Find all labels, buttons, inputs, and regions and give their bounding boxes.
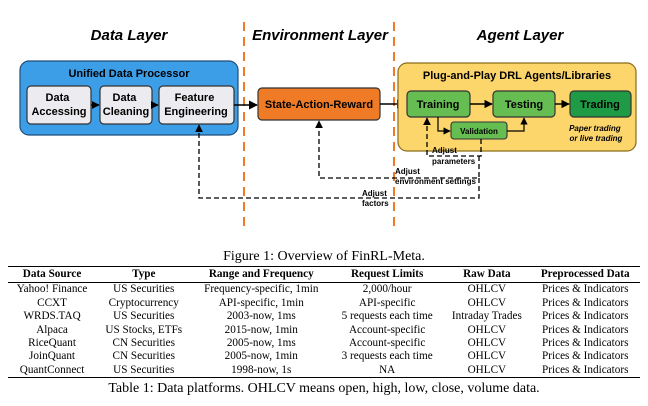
data-accessing-line1: Data — [46, 92, 71, 104]
svg-text:Adjust parameters: Adjust parameters — [432, 146, 476, 166]
table-cell: 2005-now, 1ms — [226, 337, 296, 350]
feature-engineering-line1: Feature — [175, 92, 215, 104]
table-cell: Prices & Indicators — [542, 296, 629, 309]
agent-layer-title: Agent Layer — [476, 27, 565, 44]
table-body: Yahoo! Finance US Securities Frequency-spe… — [8, 283, 640, 379]
table-cell: CCXT — [37, 296, 67, 309]
table-cell: JoinQuant — [29, 350, 76, 363]
svg-text:Adjust environment setting: Adjust environment settings — [395, 167, 476, 186]
table-cell: API-specific, 1min — [218, 296, 304, 309]
table-cell: WRDS.TAQ — [23, 310, 81, 323]
table-row: Alpaca US Stocks, ETFs 2015-now, 1min Accou… — [8, 324, 640, 337]
table-cell: Prices & Indicators — [542, 283, 629, 296]
header-request-limits: Request Limits — [331, 265, 444, 284]
table-cell: Intraday Trades — [451, 310, 522, 323]
table-row: Yahoo! Finance US Securities Frequency-spe… — [8, 283, 640, 297]
table-cell: 3 requests each time — [341, 350, 433, 363]
table-cell: US Securities — [96, 363, 192, 379]
table-cell: Prices & Indicators — [542, 337, 629, 350]
table-cell: Yahoo! Finance — [16, 283, 88, 296]
header-data-source: Data Source — [8, 265, 97, 284]
table-cell: Prices & Indicators — [542, 323, 629, 336]
data-cleaning-line1: Data — [113, 92, 138, 104]
data-cleaning-line2: Cleaning — [103, 106, 149, 118]
table-cell: CN Securities — [112, 350, 175, 363]
table-row: RiceQuant CN Securities 2005-now, 1ms Accou… — [8, 337, 640, 350]
table-cell: Account-specific — [348, 337, 426, 350]
state-action-reward-label: State-Action-Reward — [265, 99, 373, 111]
adjust-parameters-line2: parameters — [432, 157, 476, 166]
adjust-environment-arrow — [315, 120, 480, 179]
table-header-row: Data Source Type Range and Frequency Req… — [8, 265, 640, 284]
table-cell: Prices & Indicators — [542, 310, 629, 323]
header-preprocessed-data: Preprocessed Data — [530, 265, 640, 284]
data-accessing-line2: Accessing — [31, 106, 86, 118]
adjust-parameters-arrow — [423, 117, 482, 157]
adjust-factors-arrow — [195, 124, 480, 199]
table-cell: 2015-now, 1min — [224, 323, 298, 336]
table-cell: Account-specific — [348, 323, 426, 336]
drl-agents-title: Plug-and-Play DRL Agents/Libraries — [423, 70, 611, 82]
trading-box — [569, 90, 632, 118]
arrow-validation-to-testing — [507, 117, 528, 132]
header-raw-data: Raw Data — [443, 265, 531, 284]
data-layer-title: Data Layer — [91, 27, 169, 44]
table-cell: Prices & Indicators — [542, 350, 629, 363]
data-platforms-table: Data Source Type Range and Frequency Req… — [8, 265, 640, 379]
table-cell: 1998-now, 1s — [191, 363, 332, 379]
table-cell: US Stocks, ETFs — [105, 323, 183, 336]
table-cell: US Securities — [113, 310, 175, 323]
table-cell: US Securities — [113, 283, 175, 296]
adjust-factors-line1: Adjust — [362, 189, 387, 198]
table-cell: Alpaca — [36, 323, 68, 336]
svg-text:Paper trading or live trad: Paper trading or live trading — [569, 124, 623, 143]
table-cell: OHLCV — [467, 337, 507, 350]
header-type: Type — [96, 265, 192, 284]
table-cell: Cryptocurrency — [108, 296, 179, 309]
validation-label: Validation — [460, 127, 498, 136]
training-label: Training — [417, 99, 460, 111]
adjust-parameters-line1: Adjust — [432, 146, 457, 155]
table-cell: 2,000/hour — [362, 283, 412, 296]
header-range-frequency: Range and Frequency — [191, 265, 332, 284]
testing-label: Testing — [505, 99, 543, 111]
adjust-environment-line2: environment settings — [395, 177, 476, 186]
table-cell: QuantConnect — [8, 363, 97, 379]
svg-text:Data Cleaning: Data Cleaning — [103, 92, 149, 118]
finrl-overview-diagram: Data Layer Environment Layer Agent Layer… — [19, 22, 637, 232]
arrow-training-to-validation — [437, 117, 451, 135]
table-cell: NA — [331, 363, 444, 379]
svg-text:Feature Engineering: Feature Engineering — [164, 92, 228, 118]
table-cell: 2003-now, 1ms — [226, 310, 296, 323]
svg-text:Data Accessing: Data Accessing — [31, 92, 86, 118]
table-cell: OHLCV — [467, 323, 507, 336]
table-cell: 2005-now, 1min — [224, 350, 298, 363]
table-row: CCXT Cryptocurrency API-specific, 1min API-… — [8, 297, 640, 310]
table-cell: CN Securities — [112, 337, 175, 350]
table-cell: OHLCV — [467, 283, 507, 296]
trading-label: Trading — [580, 99, 620, 111]
table-caption: Table 1: Data platforms. OHLCV means ope… — [108, 381, 540, 396]
table-row: WRDS.TAQ US Securities 2003-now, 1ms 5 requ… — [8, 310, 640, 323]
table-cell: Frequency-specific, 1min — [204, 283, 319, 296]
svg-text:Adjust factors: Adjust factors — [362, 189, 389, 208]
adjust-environment-line1: Adjust — [395, 167, 420, 176]
table-cell: OHLCV — [467, 350, 507, 363]
table-cell: OHLCV — [443, 363, 531, 379]
table-cell: 5 requests each time — [341, 310, 433, 323]
trading-note-line2: or live trading — [570, 134, 623, 143]
table-cell: RiceQuant — [28, 337, 76, 350]
table-cell: OHLCV — [467, 296, 507, 309]
unified-data-processor-title: Unified Data Processor — [68, 68, 190, 80]
table-row: JoinQuant CN Securities 2005-now, 1min 3 re… — [8, 350, 640, 363]
table-cell: Prices & Indicators — [530, 363, 640, 379]
adjust-factors-line2: factors — [362, 199, 389, 208]
feature-engineering-line2: Engineering — [164, 106, 228, 118]
table-cell: API-specific — [358, 296, 416, 309]
figure-caption: Figure 1: Overview of FinRL-Meta. — [223, 249, 425, 264]
trading-note-line1: Paper trading — [569, 124, 621, 133]
environment-layer-title: Environment Layer — [252, 27, 389, 44]
